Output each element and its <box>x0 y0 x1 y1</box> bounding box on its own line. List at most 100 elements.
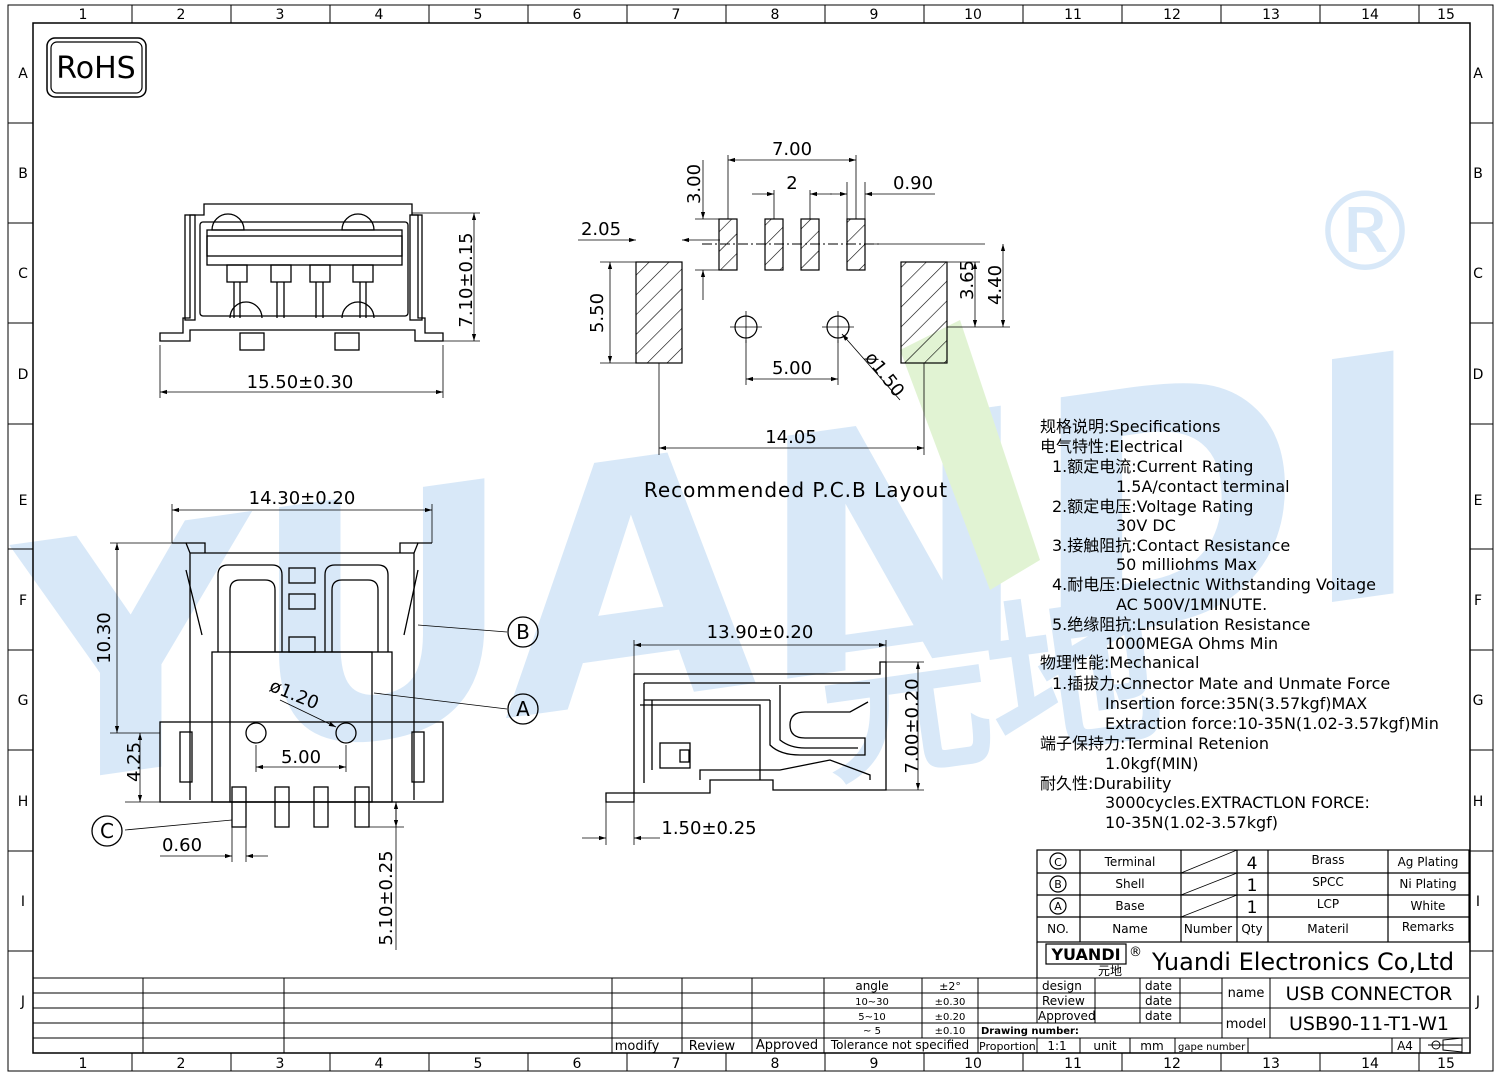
tb-size: A4 <box>1397 1039 1413 1053</box>
tol-angle-value: ±2° <box>939 980 961 993</box>
bom-name: Base <box>1115 899 1144 913</box>
specifications: 规格说明:Specifications电气特性:Electrical1.额定电流… <box>1040 417 1439 832</box>
title-block-text: name USB CONNECTOR model USB90-11-T1-W1 … <box>979 979 1452 1053</box>
pcb-span: 14.05 <box>765 427 817 448</box>
grid-row-left: A <box>18 66 28 82</box>
company-banner: YUANDI ® 元地 Yuandi Electronics Co,Ltd <box>1036 942 1454 978</box>
spec-line: Insertion force:35N(3.57kgf)MAX <box>1105 694 1367 713</box>
front-view-pin-width: 0.60 <box>162 835 202 856</box>
bom-qty: 4 <box>1247 854 1258 874</box>
rev-modify: modify <box>615 1039 660 1054</box>
grid-row-left: E <box>19 493 28 509</box>
watermark-registered: ® <box>1310 168 1420 296</box>
tb-review: Review <box>1042 994 1085 1008</box>
callout-b: B <box>516 620 530 644</box>
grid-row-left: B <box>18 166 28 182</box>
tb-unit-value: mm <box>1140 1039 1163 1053</box>
side-view-offset-dim: 1.50±0.25 <box>661 818 756 839</box>
spec-line: 1.5A/contact terminal <box>1116 477 1290 496</box>
grid-col-top: 15 <box>1437 7 1455 23</box>
spec-line: 1000MEGA Ohms Min <box>1105 634 1278 653</box>
grid-row-right: I <box>1476 894 1480 910</box>
spec-line: AC 500V/1MINUTE. <box>1116 595 1267 614</box>
bom-name: Terminal <box>1104 855 1156 869</box>
revision-labels: modify Review Approved <box>615 1038 818 1054</box>
bom-qty: 1 <box>1247 876 1258 896</box>
grid-col-bottom: 15 <box>1437 1056 1455 1072</box>
pcb-shell-pad-height: 5.50 <box>587 293 608 333</box>
grid-col-top: 9 <box>870 7 879 23</box>
bom-remarks: Ni Plating <box>1399 877 1456 891</box>
grid-row-right: J <box>1475 994 1480 1010</box>
company-logo-registered: ® <box>1129 945 1142 960</box>
spec-line: 5.绝缘阻抗:Lnsulation Resistance <box>1052 615 1310 634</box>
bom-table <box>1036 849 1470 943</box>
pcb-caption: Recommended P.C.B Layout <box>644 478 948 502</box>
grid-row-left: F <box>19 593 27 609</box>
company-logo: YUANDI <box>1050 945 1120 964</box>
company-name: Yuandi Electronics Co,Ltd <box>1151 948 1454 976</box>
grid-col-bottom: 14 <box>1361 1056 1379 1072</box>
spec-line: 1.插拔力:Cnnector Mate and Unmate Force <box>1052 674 1390 693</box>
grid-col-bottom: 1 <box>79 1056 88 1072</box>
front-view-peg-height: 4.25 <box>124 742 145 782</box>
spec-line: 物理性能:Mechanical <box>1040 653 1199 672</box>
front-view-height-dim: 10.30 <box>94 612 115 664</box>
grid-labels: 1122334455667788991010111112121313141415… <box>8 5 1493 1072</box>
watermark-green-stroke <box>900 320 1040 590</box>
spec-line: 3000cycles.EXTRACTLON FORCE: <box>1105 793 1370 812</box>
grid-row-left: C <box>18 266 28 282</box>
grid-row-left: H <box>18 794 29 810</box>
spec-line: 1.0kgf(MIN) <box>1105 754 1198 773</box>
tol-range: 5~10 <box>858 1012 885 1023</box>
grid-col-top: 11 <box>1064 7 1082 23</box>
bom-header-no: NO. <box>1047 922 1069 936</box>
spec-line: Extraction force:10-35N(1.02-3.57kgf)Min <box>1105 714 1439 733</box>
tol-footer: Tolerance not specified <box>830 1038 969 1052</box>
spec-line: 30V DC <box>1116 516 1176 535</box>
callout-a: A <box>516 697 530 721</box>
grid-row-right: G <box>1473 693 1484 709</box>
top-view-width-dim: 15.50±0.30 <box>247 372 354 393</box>
bom-header-number: Number <box>1184 922 1232 936</box>
watermark: YUANDI 元地 ® <box>7 168 1423 868</box>
bom-header-qty: Qty <box>1241 922 1262 936</box>
tol-angle: angle <box>855 979 888 993</box>
grid-col-bottom: 5 <box>474 1056 483 1072</box>
grid-col-top: 10 <box>964 7 982 23</box>
grid-col-bottom: 11 <box>1064 1056 1082 1072</box>
pcb-d1: 3.65 <box>957 260 978 300</box>
tb-scale: 1:1 <box>1047 1039 1066 1053</box>
top-view-height-dim: 7.10±0.15 <box>456 232 477 327</box>
spec-line: 电气特性:Electrical <box>1040 437 1183 456</box>
bom-remarks: White <box>1411 899 1446 913</box>
watermark-cn: 元地 <box>807 568 1171 811</box>
grid-col-bottom: 12 <box>1163 1056 1181 1072</box>
grid-col-top: 2 <box>177 7 186 23</box>
grid-col-bottom: 3 <box>276 1056 285 1072</box>
grid-col-bottom: 6 <box>573 1056 582 1072</box>
bom-material: Brass <box>1311 853 1344 867</box>
tb-name-label: name <box>1228 986 1265 1001</box>
pcb-pad-width: 0.90 <box>893 173 933 194</box>
spec-line: 1.额定电流:Current Rating <box>1052 457 1253 476</box>
tol-value: ±0.20 <box>935 1012 966 1023</box>
grid-col-top: 7 <box>672 7 681 23</box>
front-view-width-dim: 14.30±0.20 <box>249 488 356 509</box>
grid-row-right: B <box>1473 166 1483 182</box>
pcb-pad-height: 3.00 <box>684 164 705 204</box>
pcb-pitch-total: 7.00 <box>772 139 812 160</box>
bom-no: C <box>1054 856 1062 869</box>
front-view-pin-length: 5.10±0.25 <box>376 850 397 945</box>
bom-name: Shell <box>1115 877 1144 891</box>
tb-design: design <box>1042 979 1082 993</box>
pcb-layout <box>578 155 1010 455</box>
tb-approved: Approved <box>1038 1009 1096 1023</box>
bom-material: SPCC <box>1312 875 1344 889</box>
pcb-offset: 2.05 <box>581 219 621 240</box>
grid-col-top: 13 <box>1262 7 1280 23</box>
grid-col-top: 8 <box>771 7 780 23</box>
bom-no: B <box>1054 878 1062 891</box>
bom-header-material: Materil <box>1307 922 1348 936</box>
